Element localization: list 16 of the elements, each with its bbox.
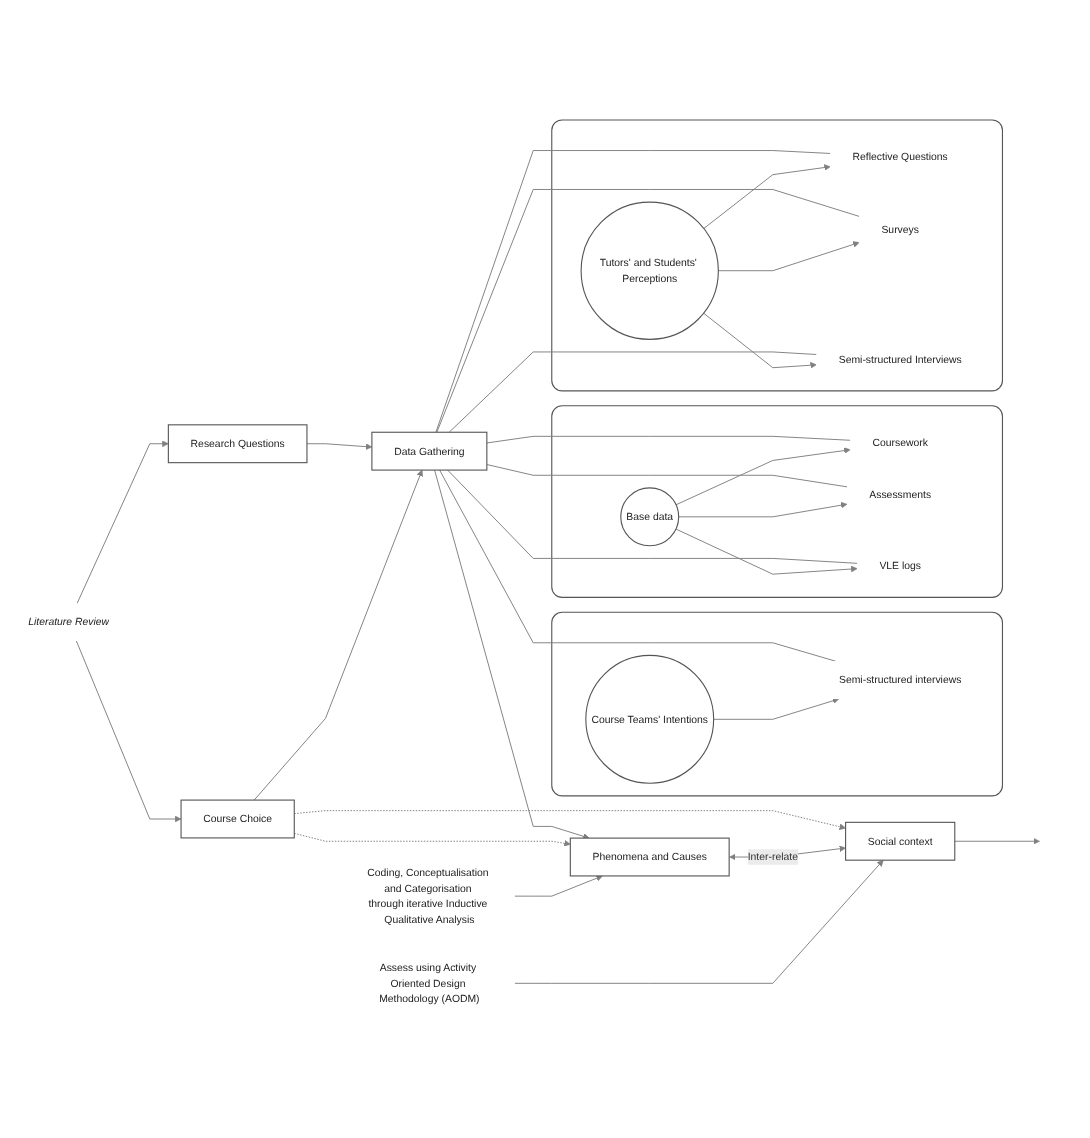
cluster: [551, 611, 1003, 797]
node-circle: [580, 201, 719, 340]
connector: [448, 351, 817, 433]
cluster: [551, 119, 1003, 392]
connector: [439, 469, 837, 662]
node-circle: [585, 654, 715, 784]
node-box: [569, 837, 730, 877]
cluster: [551, 405, 1003, 599]
node-box: [167, 424, 308, 464]
connector: [447, 469, 858, 564]
node-box: [845, 821, 956, 861]
node-box: [371, 431, 488, 471]
connector: [486, 464, 848, 488]
connector: [486, 435, 851, 444]
node-box: [180, 799, 295, 839]
node-circle: [620, 487, 680, 547]
